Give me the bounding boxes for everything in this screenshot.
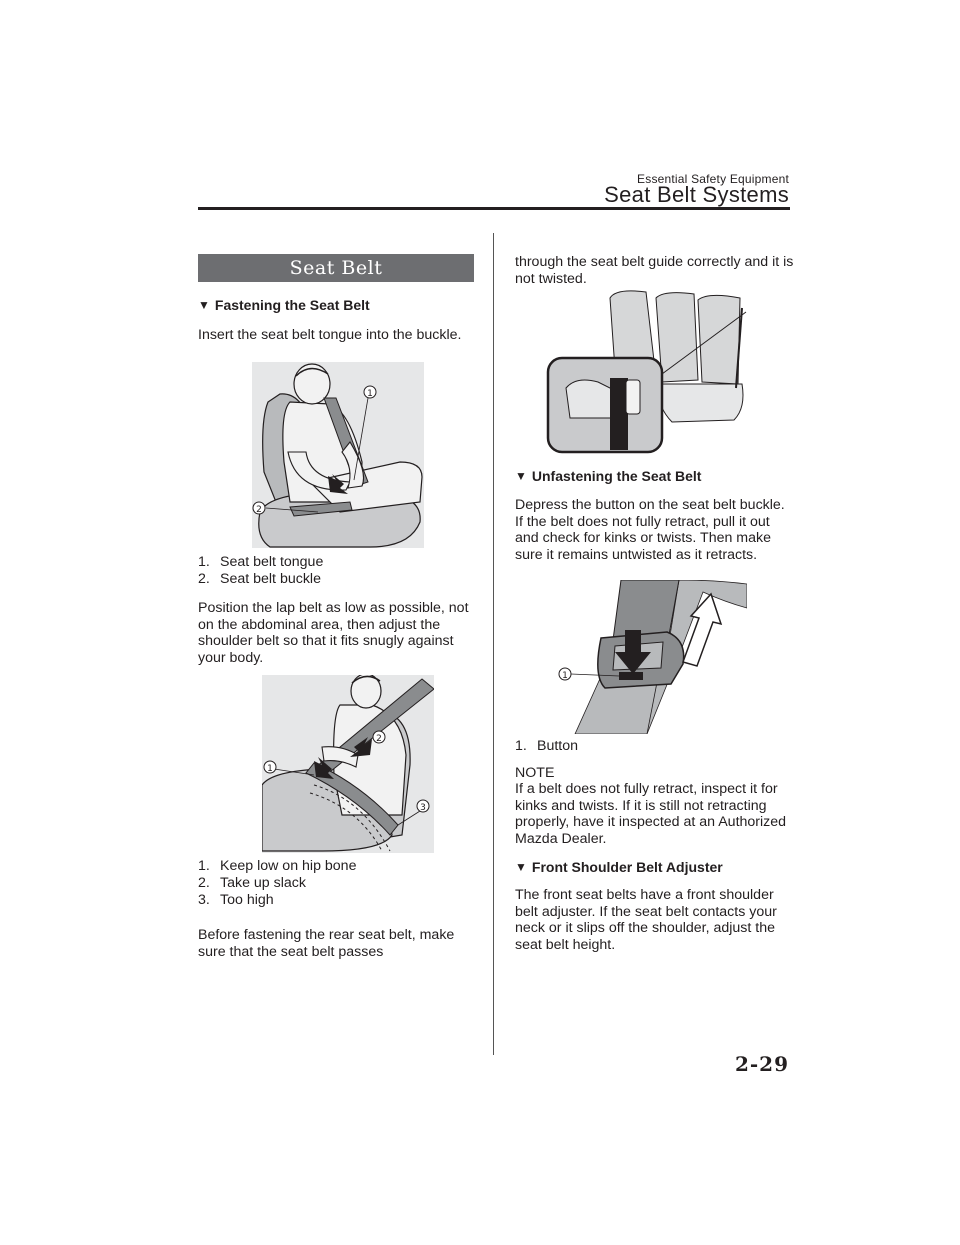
section-banner: Seat Belt [198, 254, 474, 282]
figure-fasten-belt: 1 2 [250, 362, 426, 548]
triangle-bullet-icon: ▼ [515, 469, 527, 483]
callout-1: 1 [267, 764, 273, 774]
figure2-legend: 1. Keep low on hip bone 2. Take up slack 3… [198, 858, 356, 909]
legend-text: Button [537, 738, 579, 754]
legend-num: 2. [198, 571, 210, 587]
column-divider [493, 233, 494, 1055]
subheading-text: Unfastening the Seat Belt [531, 468, 702, 484]
subheading-text: Front Shoulder Belt Adjuster [531, 859, 723, 875]
subheading-unfastening: ▼ Unfastening the Seat Belt [515, 468, 701, 484]
rear-seat-guide-illustration [546, 290, 747, 454]
legend-text: Seat belt buckle [220, 571, 321, 587]
callout-1: 1 [562, 671, 568, 681]
legend-item: 2. Take up slack [198, 875, 356, 892]
header-rule [198, 207, 790, 210]
figure1-legend: 1. Seat belt tongue 2. Seat belt buckle [198, 554, 323, 588]
legend-text: Seat belt tongue [220, 554, 324, 570]
callout-2: 2 [376, 734, 382, 744]
unfastening-text: Depress the button on the seat belt buck… [515, 497, 785, 563]
triangle-bullet-icon: ▼ [198, 298, 210, 312]
note-label: NOTE [515, 765, 555, 781]
legend-num: 3. [198, 892, 210, 908]
legend-item: 1. Seat belt tongue [198, 554, 323, 571]
subheading-adjuster: ▼ Front Shoulder Belt Adjuster [515, 859, 723, 875]
rear-belt-text: Before fastening the rear seat belt, mak… [198, 927, 455, 960]
figure-lap-belt: 1 2 3 [262, 675, 434, 853]
figure-rear-seat-guide [546, 288, 760, 454]
legend-item: 1. Button [515, 738, 578, 755]
figure4-legend: 1. Button [515, 738, 578, 755]
triangle-bullet-icon: ▼ [515, 860, 527, 874]
callout-1: 1 [367, 389, 373, 399]
section-name: Essential Safety Equipment [637, 172, 789, 186]
legend-text: Keep low on hip bone [220, 858, 357, 874]
adjuster-text: The front seat belts have a front should… [515, 887, 777, 953]
legend-text: Too high [220, 892, 274, 908]
rear-belt-text-cont: through the seat belt guide correctly an… [515, 254, 794, 287]
subheading-text: Fastening the Seat Belt [214, 297, 370, 313]
position-text: Position the lap belt as low as possible… [198, 600, 469, 666]
legend-num: 1. [198, 554, 210, 570]
lap-belt-illustration: 1 2 3 [262, 675, 434, 853]
buckle-button-illustration: 1 [558, 580, 747, 734]
page-number: 2-29 [734, 1052, 789, 1076]
subheading-fastening: ▼ Fastening the Seat Belt [198, 297, 370, 313]
fasten-belt-illustration: 1 2 [252, 362, 424, 548]
legend-item: 3. Too high [198, 892, 356, 909]
legend-num: 1. [198, 858, 210, 874]
page-title: Seat Belt Systems [604, 182, 789, 207]
header-section-label: Essential Safety Equipment [637, 170, 789, 188]
legend-item: 2. Seat belt buckle [198, 571, 323, 588]
legend-num: 2. [198, 875, 210, 891]
figure-buckle-button: 1 [555, 580, 747, 734]
legend-num: 1. [515, 738, 527, 754]
callout-2: 2 [256, 505, 262, 515]
note-text: If a belt does not fully retract, inspec… [515, 781, 787, 847]
legend-text: Take up slack [220, 875, 306, 891]
fastening-intro: Insert the seat belt tongue into the buc… [198, 327, 462, 343]
callout-3: 3 [420, 803, 426, 813]
legend-item: 1. Keep low on hip bone [198, 858, 356, 875]
